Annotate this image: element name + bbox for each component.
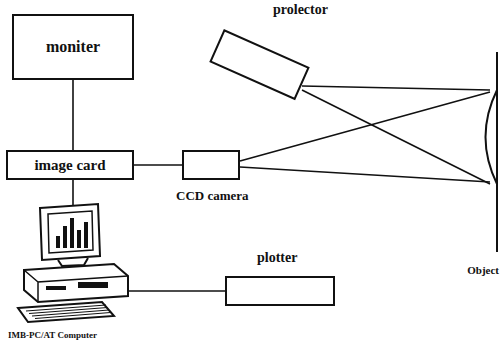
- connector: [73, 80, 74, 150]
- node-label: plotter: [257, 250, 297, 266]
- node-label: CCD camera: [176, 188, 249, 204]
- node-label: Object: [467, 264, 499, 276]
- node-label: moniter: [46, 38, 100, 56]
- connector: [240, 92, 490, 182]
- object-node: Object: [440, 52, 502, 292]
- connector: [134, 165, 182, 166]
- shape-outline: [18, 198, 142, 348]
- connector: [128, 291, 225, 292]
- camera-box: CCD camera: [182, 150, 240, 180]
- plotter-box: plotter: [225, 276, 335, 306]
- monitor-box: moniter: [12, 14, 134, 80]
- node-label: prolector: [273, 2, 328, 18]
- node-label: image card: [34, 157, 105, 174]
- image-card-box: image card: [6, 150, 134, 180]
- shape-outline: [440, 52, 502, 292]
- node-label: IMB-PC/AT Computer: [8, 330, 97, 340]
- connector: [73, 180, 74, 208]
- computer-node: IMB-PC/AT Computer: [18, 198, 142, 348]
- projector-node: prolector: [205, 8, 320, 100]
- shape-outline: [205, 8, 320, 100]
- connector: [302, 86, 490, 184]
